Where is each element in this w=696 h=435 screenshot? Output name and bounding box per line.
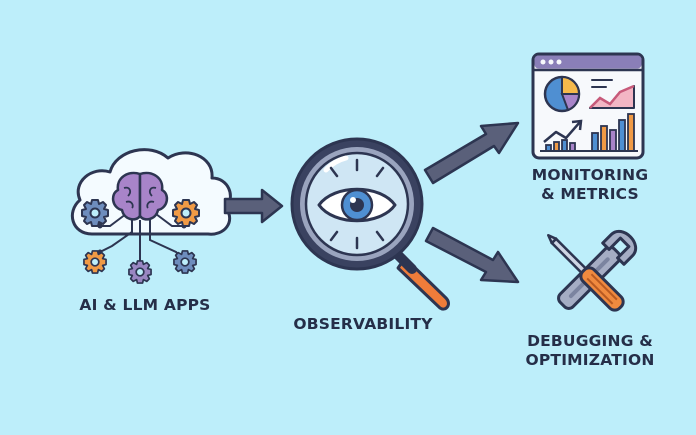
cloud-brain-icon (70, 148, 232, 284)
gear-icon (173, 250, 197, 274)
brain-icon (111, 171, 169, 221)
gear-icon (83, 250, 107, 274)
monitoring-metrics-label: MONITORING & METRICS (510, 166, 670, 204)
debugging-optimization-label: DEBUGGING & OPTIMIZATION (500, 332, 680, 370)
debugging-label-line2: OPTIMIZATION (525, 351, 655, 369)
gear-icon (128, 260, 152, 284)
arrow-icon (223, 188, 284, 224)
monitoring-label-line2: & METRICS (541, 185, 639, 203)
magnifier-eye-icon (290, 137, 450, 311)
gear-icon (81, 199, 109, 227)
arrow-icon (423, 121, 520, 185)
dashboard-icon (531, 52, 645, 160)
monitoring-label-line1: MONITORING (531, 166, 649, 184)
observability-label: OBSERVABILITY (293, 315, 433, 333)
arrow-icon (424, 226, 520, 284)
wrench-screwdriver-icon (547, 230, 637, 312)
ai-llm-apps-label: AI & LLM APPS (79, 296, 211, 314)
gear-icon (172, 199, 200, 227)
debugging-label-line1: DEBUGGING & (527, 332, 653, 350)
